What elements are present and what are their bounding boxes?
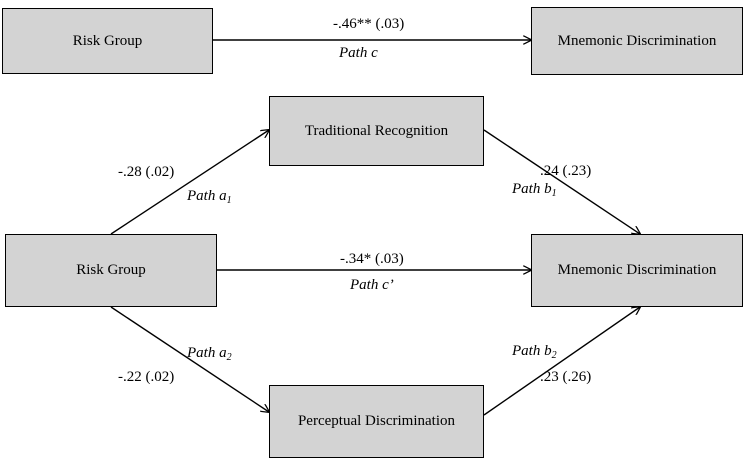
arrow-path-b1 [483,129,640,234]
arrow-path-a2 [110,306,269,412]
path-b2-value: .23 (.26) [540,369,592,385]
path-b2-subscript: 2 [551,350,557,361]
traditional-recognition-box: Traditional Recognition [269,96,484,166]
path-b1-subscript: 1 [551,188,557,199]
top-risk-group-box: Risk Group [2,8,213,74]
path-c-label: Path c [339,45,378,61]
path-a1-value: -.28 (.02) [118,164,175,180]
path-a2-subscript: 2 [226,352,232,363]
path-c-prime-value: -.34* (.03) [340,251,404,267]
path-a1-subscript: 1 [226,195,232,206]
path-c-prime-label: Path c’ [350,277,394,293]
bottom-risk-group-label: Risk Group [76,262,146,278]
traditional-recognition-label: Traditional Recognition [304,122,449,139]
path-c-value: -.46** (.03) [333,16,405,32]
top-risk-group-label: Risk Group [72,32,143,49]
path-b2-label: Path b2 [512,344,557,361]
path-a1-label: Path a1 [187,189,232,206]
perceptual-discrimination-box: Perceptual Discrimination [269,385,484,458]
bottom-mnemonic-box: Mnemonic Discrimination [531,234,743,307]
path-b1-label: Path b1 [512,182,557,199]
path-b1-value: .24 (.23) [540,163,592,179]
arrow-path-b2 [483,307,640,416]
path-b2-text: Path b [512,343,552,359]
arrow-path-a1 [110,130,269,235]
top-mnemonic-label: Mnemonic Discrimination [557,32,717,49]
path-a1-text: Path a [187,188,227,204]
perceptual-discrimination-label: Perceptual Discrimination [297,413,456,429]
path-a2-text: Path a [187,345,227,361]
bottom-mnemonic-label: Mnemonic Discrimination [557,262,717,278]
top-mnemonic-box: Mnemonic Discrimination [531,7,743,75]
path-a2-label: Path a2 [187,346,232,363]
path-b1-text: Path b [512,181,552,197]
path-a2-value: -.22 (.02) [118,369,175,385]
bottom-risk-group-box: Risk Group [5,234,217,307]
